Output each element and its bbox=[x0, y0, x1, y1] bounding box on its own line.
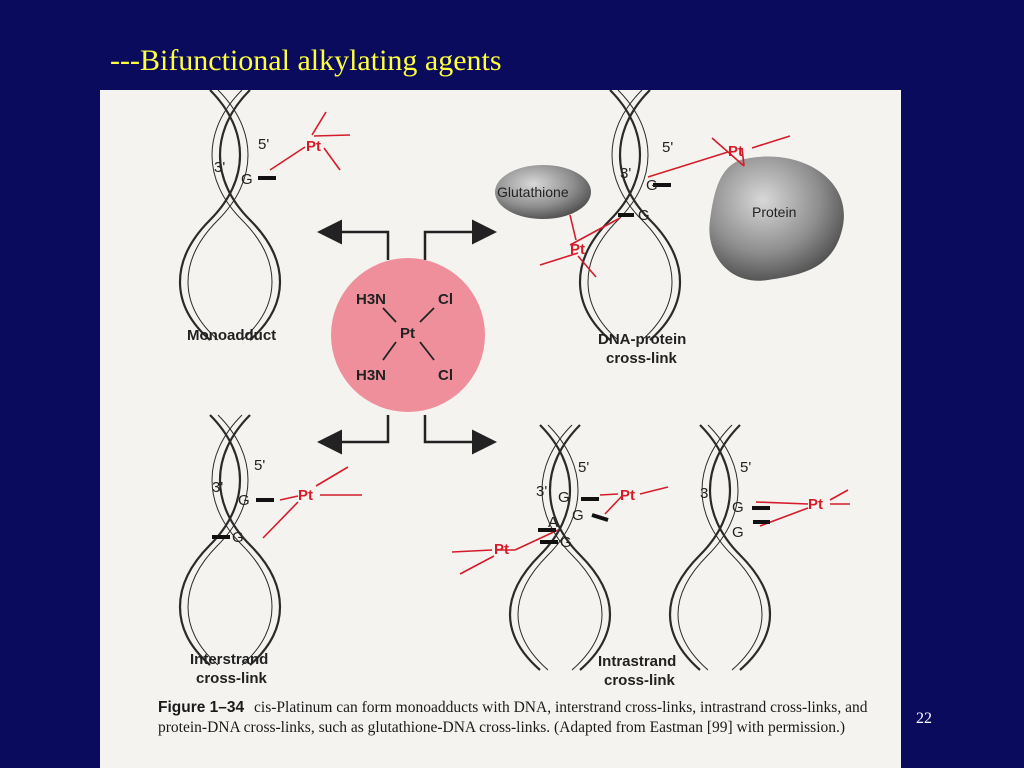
figure-diagram bbox=[179, 90, 850, 671]
monoadduct-label: Monoadduct bbox=[187, 327, 277, 344]
reaction-arrows bbox=[317, 219, 497, 455]
slide-title: ---Bifunctional alkylating agents bbox=[110, 44, 502, 77]
cisplatin-nh3-top: H3N bbox=[356, 291, 387, 308]
helix-monoadduct bbox=[179, 90, 281, 341]
helix-interstrand bbox=[179, 414, 281, 666]
g-label-8: G bbox=[560, 534, 572, 551]
five-prime-label-3: 5' bbox=[254, 457, 266, 474]
interstrand-label-line2: cross-link bbox=[196, 670, 267, 687]
three-prime-label-2: 3' bbox=[620, 165, 632, 182]
three-prime-label-1: 3' bbox=[214, 159, 226, 176]
five-prime-label-5: 5' bbox=[740, 459, 752, 476]
intrastrand-label-line2: cross-link bbox=[604, 672, 675, 689]
five-prime-label-4: 5' bbox=[578, 459, 590, 476]
cisplatin-cl-bottom: Cl bbox=[438, 367, 453, 384]
g-label-6: G bbox=[558, 489, 570, 506]
three-prime-label-5: 3' bbox=[700, 485, 712, 502]
adduct-bonds bbox=[262, 111, 850, 575]
cisplatin-cl-top: Cl bbox=[438, 291, 453, 308]
protein-blob bbox=[709, 156, 844, 281]
g-label-10: G bbox=[732, 524, 744, 541]
glutathione-blob bbox=[495, 165, 591, 219]
five-prime-label-2: 5' bbox=[662, 139, 674, 156]
helix-dna-protein bbox=[579, 90, 681, 341]
figure-caption-text: cis-Platinum can form monoadducts with D… bbox=[158, 699, 868, 736]
helix-intrastrand-a bbox=[509, 424, 611, 671]
figure-number: Figure 1–34 bbox=[158, 699, 245, 716]
g-label-9: G bbox=[732, 499, 744, 516]
a-label: A bbox=[548, 514, 559, 531]
g-label-5: G bbox=[232, 529, 244, 546]
g-label-2: G bbox=[646, 177, 658, 194]
pt-label-5: Pt bbox=[620, 487, 635, 504]
pt-label-6: Pt bbox=[494, 541, 509, 558]
page-number: 22 bbox=[916, 710, 932, 727]
five-prime-label-1: 5' bbox=[258, 136, 270, 153]
g-label-4: G bbox=[238, 492, 250, 509]
pt-label-1: Pt bbox=[306, 138, 321, 155]
cisplatin-pt: Pt bbox=[400, 325, 415, 342]
pt-label-2: Pt bbox=[728, 143, 743, 160]
g-label-3: G bbox=[638, 207, 650, 224]
base-bars bbox=[212, 176, 770, 544]
figure-panel: 5' 3' G Pt Monoadduct 5' 3' G G Pt Pt Gl… bbox=[100, 90, 901, 768]
g-label-7: G bbox=[572, 507, 584, 524]
interstrand-label-line1: Interstrand bbox=[190, 651, 269, 668]
dna-protein-label-line1: DNA-protein bbox=[598, 331, 687, 348]
helix-intrastrand-b bbox=[669, 424, 771, 671]
three-prime-label-3: 3' bbox=[212, 479, 224, 496]
cisplatin-circle bbox=[331, 258, 485, 412]
three-prime-label-4: 3' bbox=[536, 483, 548, 500]
intrastrand-label-line1: Intrastrand bbox=[598, 653, 677, 670]
pt-label-3: Pt bbox=[570, 241, 585, 258]
figure-caption: Figure 1–34 cis-Platinum can form monoad… bbox=[158, 698, 878, 738]
protein-label: Protein bbox=[752, 204, 797, 220]
dna-protein-label-line2: cross-link bbox=[606, 350, 677, 367]
glutathione-label: Glutathione bbox=[497, 184, 569, 200]
pt-label-7: Pt bbox=[808, 496, 823, 513]
cisplatin-bonds bbox=[382, 307, 435, 361]
cisplatin-nh3-bottom: H3N bbox=[356, 367, 387, 384]
g-label-1: G bbox=[241, 171, 253, 188]
pt-label-4: Pt bbox=[298, 487, 313, 504]
